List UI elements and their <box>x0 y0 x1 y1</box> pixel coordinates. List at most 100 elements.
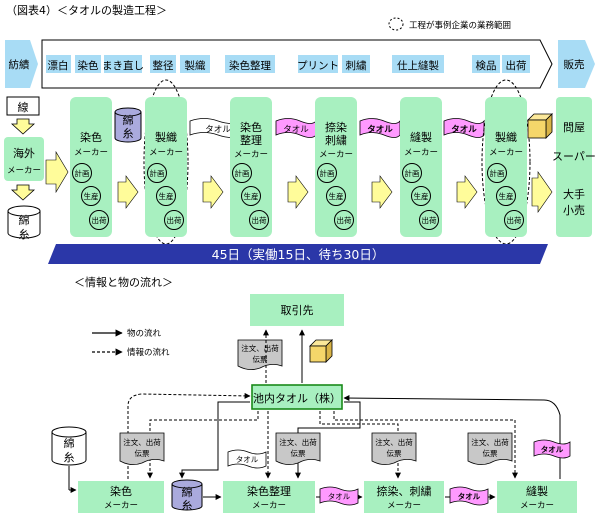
towel-flag: タオル <box>359 118 401 138</box>
yarn-can-label: 綿 <box>182 485 193 499</box>
doc-label: 伝票 <box>291 448 306 458</box>
stage-left-label: 紡績 <box>9 58 30 71</box>
stage-right-arrow <box>558 40 595 88</box>
stage-cell-label: 整径 <box>153 59 174 72</box>
stage-cell <box>180 55 210 73</box>
plan-circle <box>147 163 167 183</box>
plan-label: 計画 <box>405 168 420 178</box>
scope-legend-text: 工程が事例企業の業務範囲 <box>409 20 511 31</box>
stage-cell-label: 染色整理 <box>229 59 271 72</box>
towel-label: タオル <box>458 491 481 501</box>
info-arrow-dye <box>147 411 259 479</box>
cotton-box <box>6 96 40 116</box>
company-line3: メーカー <box>234 150 268 160</box>
towel-flag: タオル <box>533 439 571 459</box>
ship-label: 出荷 <box>337 215 352 225</box>
towel-label: タオル <box>451 124 477 135</box>
flow-arrow-icon <box>45 150 69 194</box>
bottom-box-sew: 縫製 メーカー <box>497 481 577 513</box>
overseas-maker-box <box>4 137 44 181</box>
company-line1: 製織 <box>495 130 517 144</box>
stage-main-arrow <box>41 39 553 89</box>
company-box <box>230 97 272 237</box>
yarn-can-icon <box>114 112 142 143</box>
stage-cell <box>46 55 71 73</box>
towel-label: タオル <box>205 125 231 135</box>
down-arrow-icon <box>10 118 36 135</box>
doc-label: 注文、出荷 <box>279 437 317 447</box>
towel-label: タオル <box>541 444 564 454</box>
yarn-label: 糸 <box>19 228 30 241</box>
ship-circle <box>249 210 269 230</box>
company-column-weave: 製織 メーカー 計画 生産 出荷 <box>145 97 187 237</box>
company-box <box>400 97 442 237</box>
stage-cell <box>472 55 500 73</box>
stage-cell-label: まき直し <box>102 59 144 72</box>
scope-legend: 工程が事例企業の業務範囲 <box>388 17 511 31</box>
company-line2: メーカー <box>149 148 183 158</box>
company-line1: 製織 <box>155 130 177 144</box>
plan-label: 計画 <box>150 168 165 178</box>
company-column-weave-2: 製織 メーカー 計画 生産 出荷 <box>485 97 527 237</box>
doc-label: 伝票 <box>253 354 268 364</box>
flow-arrow-icon <box>202 175 224 209</box>
towel-label: タオル <box>367 124 393 135</box>
stage-cell <box>298 55 338 73</box>
doc-finish: 注文、出荷 伝票 <box>275 432 321 465</box>
company-box <box>145 97 187 237</box>
scope-legend-ellipse-icon <box>388 17 404 31</box>
scope-ellipse-weave-1 <box>143 79 189 245</box>
plan-circle <box>72 163 92 183</box>
sales-channel-box: 問屋 スーパー 大手 小売 <box>552 97 596 237</box>
sales-label: 小売 <box>563 204 585 217</box>
bottom-box-line2: メーカー <box>520 501 554 511</box>
yarn-label: 糸 <box>64 451 75 464</box>
produce-circle <box>496 186 516 206</box>
doc-client: 注文、出荷 伝票 <box>237 339 283 370</box>
flow-arrow-icon <box>287 175 309 209</box>
stage-cell <box>342 55 370 73</box>
company-box <box>485 97 527 237</box>
overseas-maker-label: メーカー <box>7 166 41 176</box>
scope-ellipse-weave-2 <box>481 79 531 245</box>
towel-label: タオル <box>236 455 259 464</box>
yarn-label: 綿 <box>64 436 75 450</box>
plan-circle <box>487 163 507 183</box>
company-box <box>70 97 112 237</box>
towel-flag: タオル <box>449 486 489 506</box>
produce-label: 生産 <box>244 191 259 201</box>
plan-label: 計画 <box>490 168 505 178</box>
client-box: 取引先 <box>250 294 344 326</box>
ship-circle <box>504 210 524 230</box>
company-label: 池内タオル（株） <box>253 391 341 405</box>
flow-arrow-icon <box>117 175 139 209</box>
plan-circle <box>402 163 422 183</box>
stage-cell <box>150 55 176 73</box>
yarn-cone-icon <box>7 205 41 239</box>
ship-label: 出荷 <box>252 215 267 225</box>
plan-label: 計画 <box>75 168 90 178</box>
company-line1: 染色 <box>240 120 262 134</box>
legend-info-label: 情報の流れ <box>127 347 170 358</box>
doc-sew: 注文、出荷 伝票 <box>467 432 513 465</box>
bottom-box-line1: 縫製 <box>526 484 548 498</box>
sales-label: スーパー <box>552 150 596 163</box>
produce-label: 生産 <box>84 191 99 201</box>
yarn-can-label: 糸 <box>123 127 134 140</box>
doc-label: 注文、出荷 <box>375 437 413 447</box>
stage-cell-label: 製織 <box>185 59 206 72</box>
bottom-box-line2: メーカー <box>387 501 421 511</box>
ship-label: 出荷 <box>507 215 522 225</box>
sales-label: 大手 <box>563 187 585 201</box>
produce-circle <box>156 186 176 206</box>
bottom-box-line1: 捺染、刺繍 <box>377 484 432 498</box>
ship-circle <box>334 210 354 230</box>
plan-circle <box>317 163 337 183</box>
yarn-can-label: 糸 <box>182 499 193 512</box>
stage-cell <box>502 55 530 73</box>
company-line2: メーカー <box>404 148 438 158</box>
diagram-title: （図表4）＜タオルの製造工程＞ <box>6 3 167 17</box>
flow-arrow-icon <box>456 175 478 209</box>
yarn-can-icon <box>171 484 203 511</box>
